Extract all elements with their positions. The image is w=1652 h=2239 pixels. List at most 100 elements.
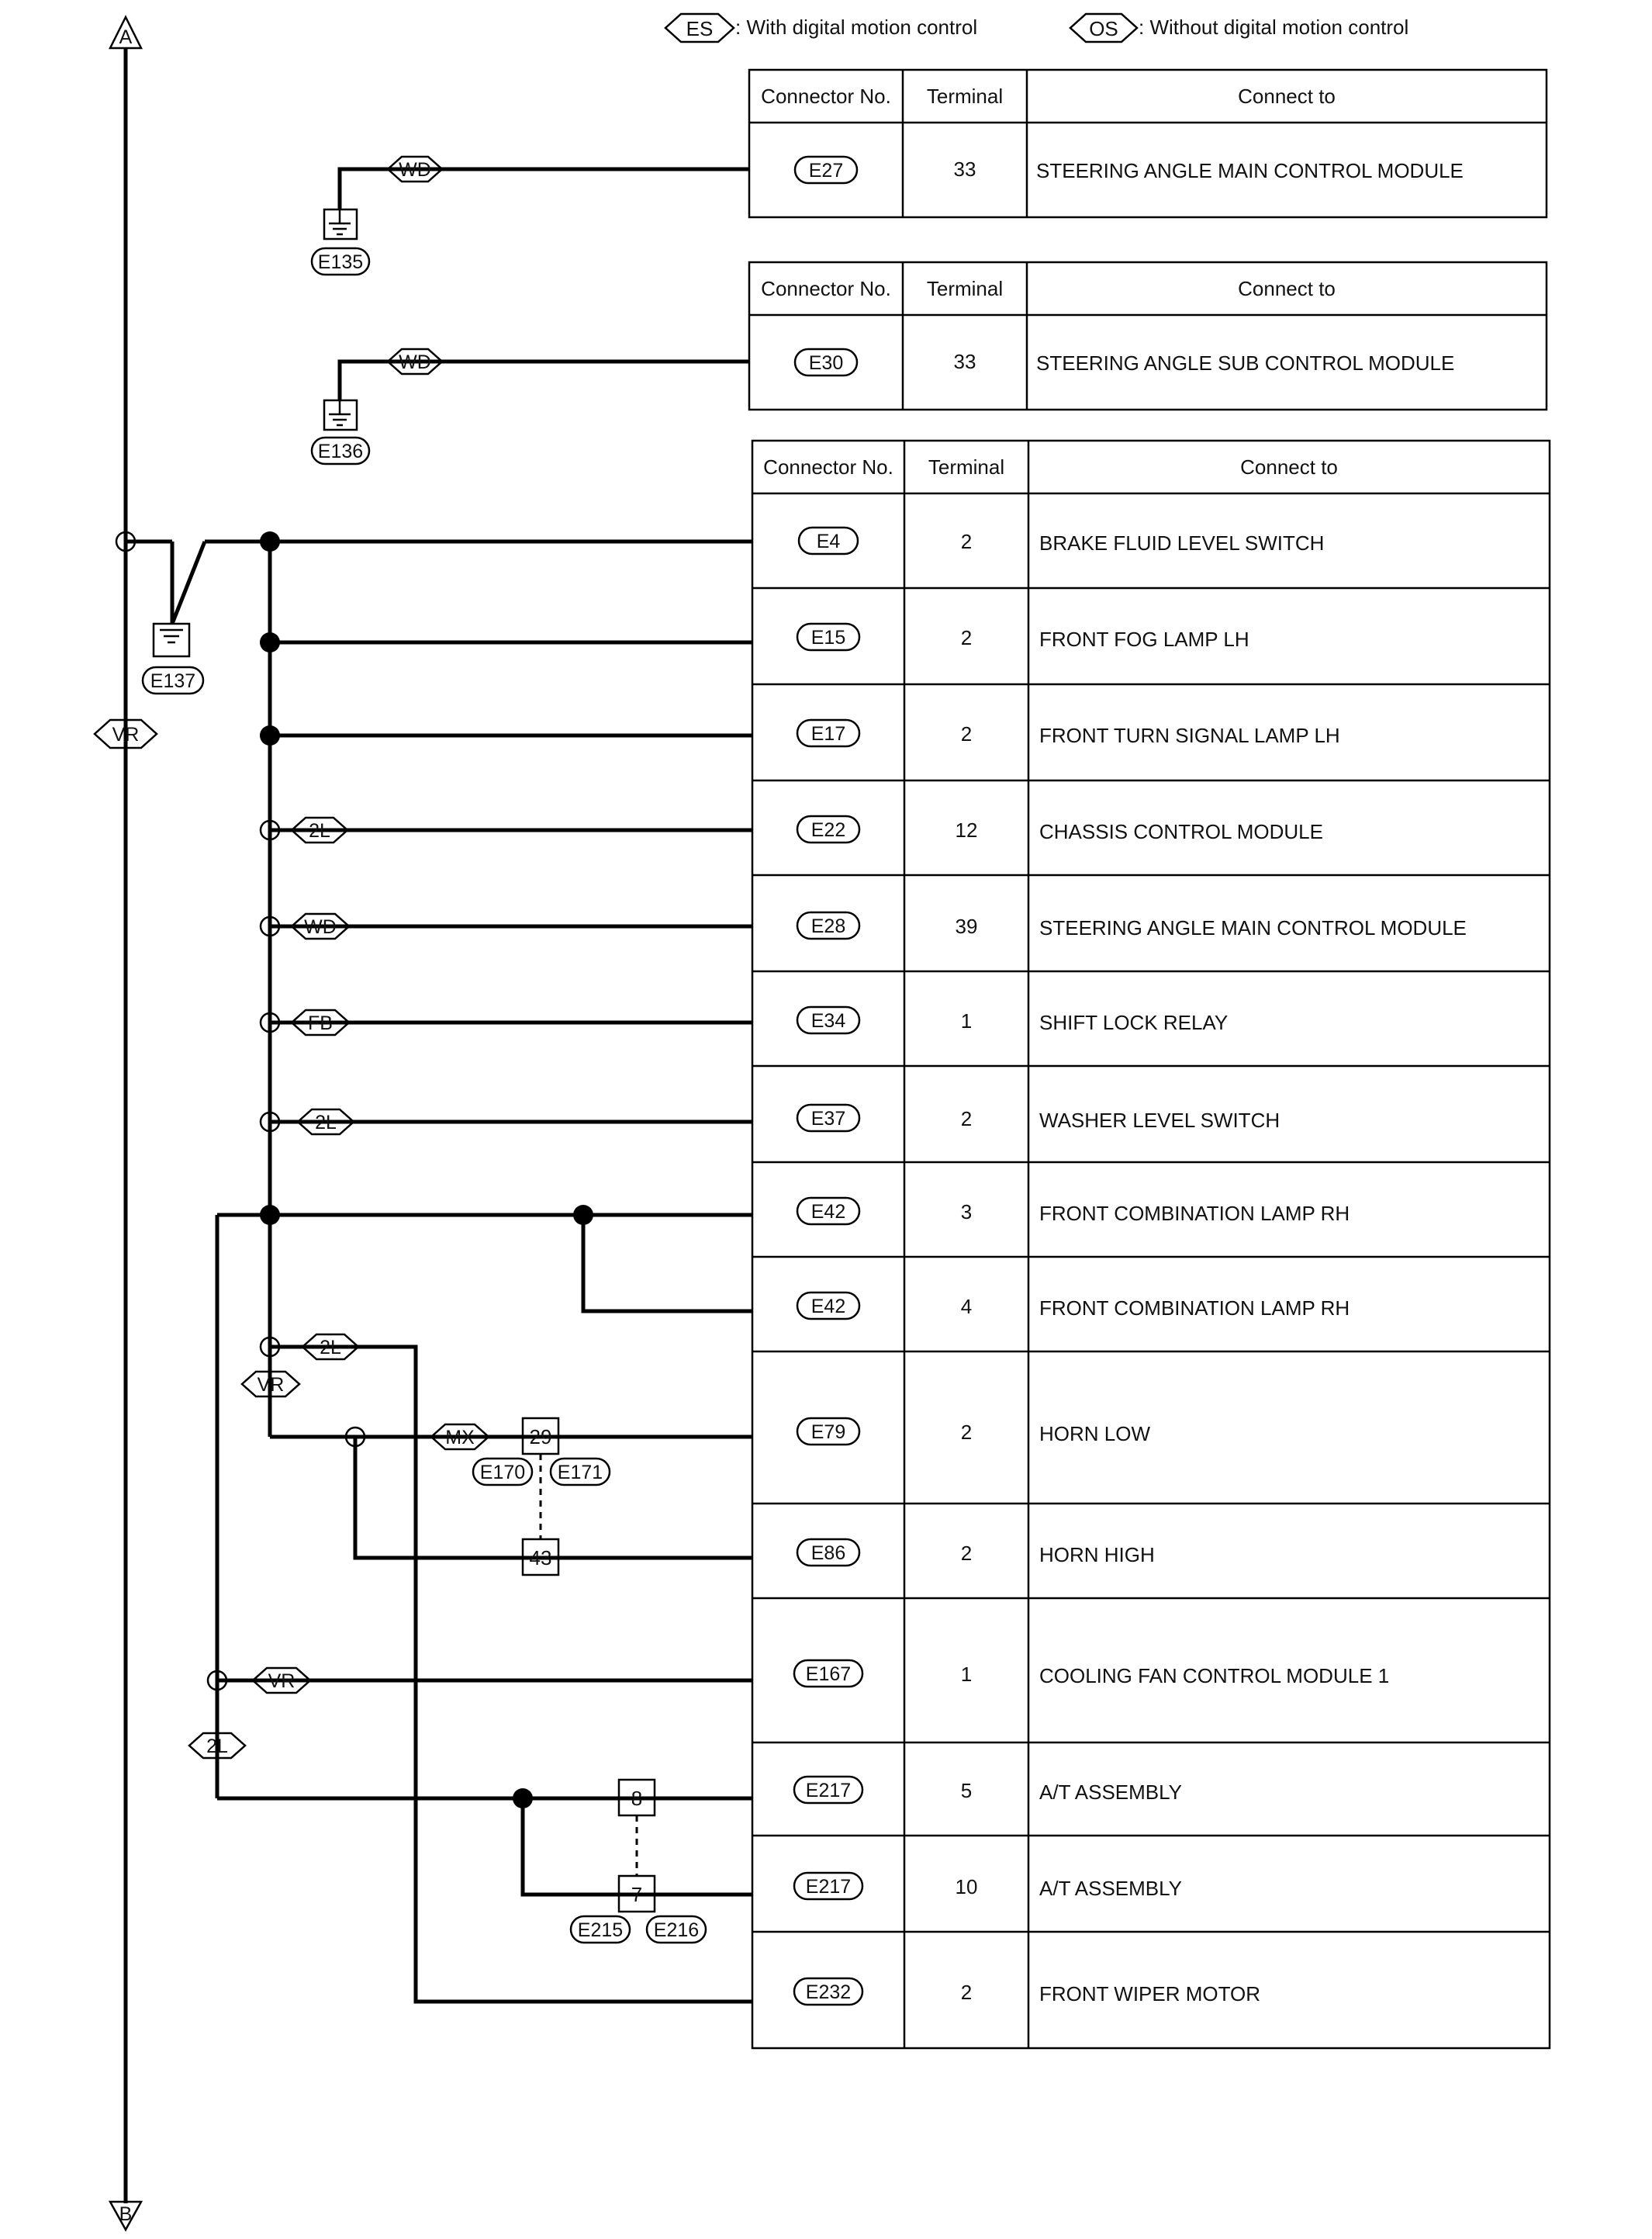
- table-row: E34 1 SHIFT LOCK RELAY: [796, 1005, 1228, 1035]
- header-terminal: Terminal: [927, 85, 1003, 108]
- main-bus: A B VR: [93, 15, 158, 2232]
- table-row: E217 5 A/T ASSEMBLY: [793, 1775, 1182, 1805]
- splice-closed: [260, 531, 280, 552]
- wire-color-tag: WD: [399, 159, 431, 181]
- header-connector: Connector No.: [761, 85, 891, 108]
- terminal-number: 5: [961, 1779, 972, 1802]
- bus-top-label: A: [119, 26, 133, 48]
- terminal-number: 2: [961, 1421, 972, 1444]
- connector-id: E15: [811, 627, 845, 649]
- legend-os-text: : Without digital motion control: [1139, 16, 1408, 39]
- splice-closed: [260, 632, 280, 652]
- splice-closed: [573, 1205, 593, 1225]
- header-connector: Connector No.: [763, 455, 893, 479]
- terminal-number: 4: [961, 1295, 972, 1318]
- joint-connector-e170-e171: 29 43 E170 E171: [472, 1417, 611, 1576]
- splice-closed: [513, 1788, 533, 1808]
- connect-to-text: FRONT FOG LAMP LH: [1039, 628, 1249, 651]
- joint-pin-number: 8: [631, 1787, 642, 1810]
- splice-open: [259, 1111, 281, 1133]
- connect-to-text: HORN HIGH: [1039, 1543, 1155, 1566]
- table-row: E37 2 WASHER LEVEL SWITCH: [796, 1103, 1280, 1133]
- ground-connector-label: E136: [318, 441, 363, 462]
- connect-to-text: BRAKE FLUID LEVEL SWITCH: [1039, 531, 1324, 555]
- connector-id: E17: [811, 723, 845, 745]
- table-row: E42 3 FRONT COMBINATION LAMP RH: [796, 1196, 1350, 1226]
- connect-to-text: WASHER LEVEL SWITCH: [1039, 1109, 1280, 1132]
- bus-color-tag: VR: [112, 724, 140, 746]
- splice-open: [259, 1012, 281, 1033]
- table-row: E42 4 FRONT COMBINATION LAMP RH: [796, 1291, 1350, 1320]
- splice-open: [344, 1426, 366, 1448]
- wire-color-tag: WD: [399, 351, 431, 373]
- splice-open: [259, 1336, 281, 1358]
- wire-color-tag: 2L: [309, 820, 330, 842]
- ground-circuit-e136: WD E136: [310, 348, 749, 465]
- splice-open: [206, 1670, 228, 1691]
- terminal-number: 10: [956, 1875, 978, 1898]
- table-2: Connector No. Terminal Connect to E30 33…: [748, 261, 1548, 411]
- wire-color-tag: 2L: [315, 1112, 337, 1133]
- table-row: E22 12 CHASSIS CONTROL MODULE: [796, 815, 1323, 844]
- terminal-number: 1: [961, 1009, 972, 1033]
- connect-to-text: FRONT TURN SIGNAL LAMP LH: [1039, 724, 1340, 747]
- ground-connector-label: E137: [150, 670, 195, 692]
- header-connect-to: Connect to: [1238, 85, 1336, 108]
- connector-id: E4: [817, 531, 841, 552]
- legend-es-text: : With digital motion control: [735, 16, 977, 39]
- connect-to-text: HORN LOW: [1039, 1422, 1150, 1445]
- bus-bottom-label: B: [119, 2203, 133, 2225]
- header-connect-to: Connect to: [1238, 277, 1336, 300]
- connector-id: E217: [806, 1876, 851, 1898]
- wire-color-tag: MX: [445, 1427, 475, 1448]
- connector-id: E30: [809, 352, 843, 374]
- connect-to-text: A/T ASSEMBLY: [1039, 1780, 1182, 1804]
- table-row: E167 1 COOLING FAN CONTROL MODULE 1: [793, 1659, 1389, 1688]
- table-row: E232 2 FRONT WIPER MOTOR: [793, 1977, 1260, 2006]
- terminal-number: 3: [961, 1200, 972, 1223]
- connector-id: E167: [806, 1663, 851, 1685]
- ground-circuit-e135: WD E135: [310, 155, 749, 276]
- splice-closed: [260, 1205, 280, 1225]
- splice-open: [259, 819, 281, 841]
- table-row: E79 2 HORN LOW: [796, 1417, 1150, 1446]
- splice-open: [259, 915, 281, 937]
- table-1: Connector No. Terminal Connect to E27 33…: [748, 68, 1548, 219]
- connect-to-text: A/T ASSEMBLY: [1039, 1877, 1182, 1900]
- terminal-number: 33: [954, 350, 976, 373]
- connect-to-text: SHIFT LOCK RELAY: [1039, 1011, 1228, 1034]
- table-row: E15 2 FRONT FOG LAMP LH: [796, 622, 1249, 652]
- connector-id: E27: [809, 160, 843, 182]
- legend: ES : With digital motion control OS : Wi…: [664, 12, 1408, 43]
- joint-connector-e215-e216: 8 7 E215 E216: [569, 1778, 707, 1944]
- wire-color-tag: WD: [304, 916, 337, 938]
- header-terminal: Terminal: [927, 277, 1003, 300]
- table-3-rows: E4 2 BRAKE FLUID LEVEL SWITCH E15 2 FRON…: [793, 526, 1467, 2006]
- ground-circuit-e137: E137: [115, 531, 752, 695]
- connector-id: E79: [811, 1421, 845, 1443]
- table-row: E28 39 STEERING ANGLE MAIN CONTROL MODUL…: [796, 911, 1467, 940]
- connect-to-text: FRONT COMBINATION LAMP RH: [1039, 1202, 1350, 1225]
- terminal-number: 33: [954, 157, 976, 181]
- header-connector: Connector No.: [761, 277, 891, 300]
- table-3: Connector No. Terminal Connect to: [751, 439, 1551, 2050]
- joint-connector-label: E215: [578, 1919, 623, 1941]
- connector-id: E22: [811, 819, 845, 841]
- connector-id: E34: [811, 1010, 846, 1032]
- wire-color-tag: FB: [308, 1012, 333, 1034]
- ground-symbol: [152, 622, 191, 658]
- wire-color-tag: 2L: [320, 1337, 341, 1358]
- connector-id: E28: [811, 915, 845, 937]
- wire-color-tag: VR: [268, 1670, 295, 1692]
- connect-to-text: FRONT WIPER MOTOR: [1039, 1982, 1260, 2005]
- terminal-number: 12: [956, 818, 978, 842]
- connect-to-text: STEERING ANGLE MAIN CONTROL MODULE: [1039, 916, 1467, 940]
- joint-connector-label: E170: [480, 1462, 525, 1483]
- joint-connector-label: E171: [558, 1462, 603, 1483]
- joint-pin-number: 43: [530, 1546, 552, 1569]
- terminal-number: 1: [961, 1663, 972, 1686]
- wire-tags: 2L WD FB 2L 2L VR MX VR 2L: [188, 816, 490, 1760]
- table-row: E86 2 HORN HIGH: [796, 1538, 1155, 1567]
- header-terminal: Terminal: [928, 455, 1004, 479]
